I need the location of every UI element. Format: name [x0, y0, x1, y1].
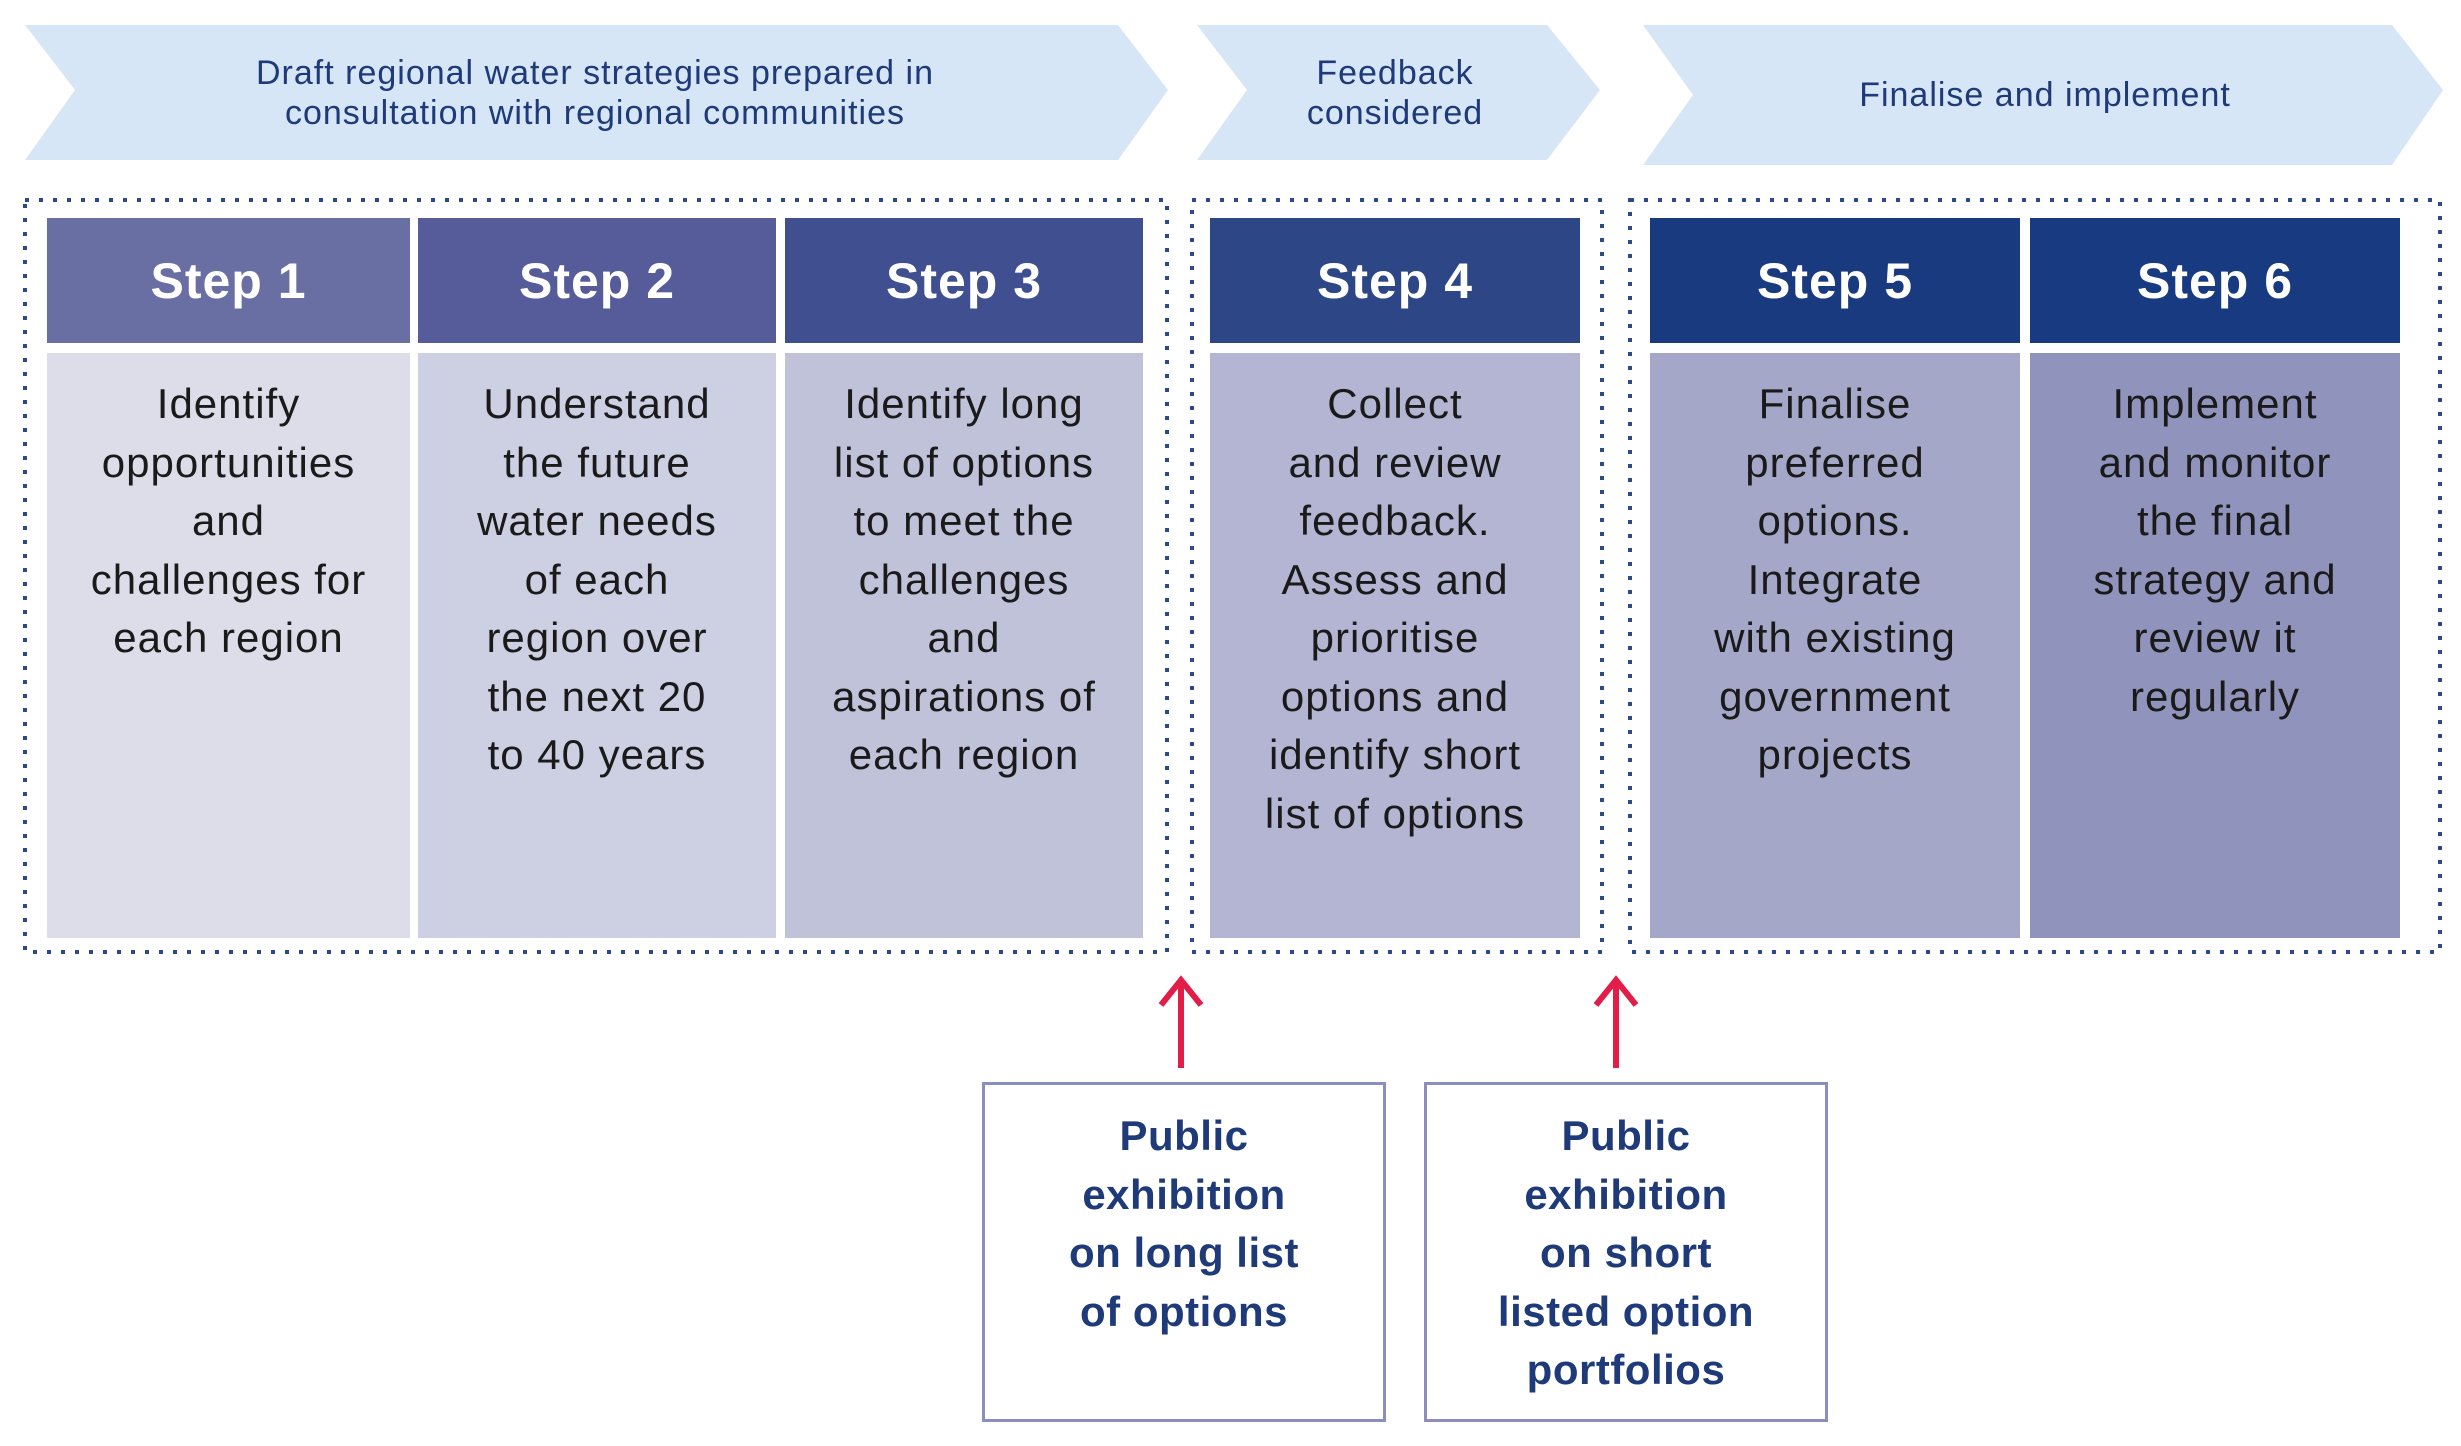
phase-label-2: Feedback considered — [1306, 53, 1484, 132]
phase-chevron-3 — [1643, 25, 2443, 165]
phase-label-3: Finalise and implement — [1859, 76, 2231, 114]
phase-chevron-2 — [1197, 25, 1600, 160]
arrow-up-icon — [1158, 975, 1204, 1068]
step-4-header: Step 4 — [1210, 218, 1580, 343]
step-1-header: Step 1 — [47, 218, 410, 343]
step-3-description: Identify long list of options to meet th… — [785, 353, 1143, 938]
step-1-description: Identify opportunities and challenges fo… — [47, 353, 410, 938]
phase-group-3 — [1628, 198, 2442, 954]
step-4-description: Collect and review feedback. Assess and … — [1210, 353, 1580, 938]
phase-group-1 — [23, 198, 1169, 954]
arrow-up-icon — [1593, 975, 1639, 1068]
step-2-header: Step 2 — [418, 218, 776, 343]
step-5-description: Finalise preferred options. Integrate wi… — [1650, 353, 2020, 938]
phase-group-2 — [1190, 198, 1604, 954]
step-5-header: Step 5 — [1650, 218, 2020, 343]
step-2-description: Understand the future water needs of eac… — [418, 353, 776, 938]
step-6-description: Implement and monitor the final strategy… — [2030, 353, 2400, 938]
step-3-header: Step 3 — [785, 218, 1143, 343]
phase-label-1: Draft regional water strategies prepared… — [256, 53, 934, 132]
phase-chevron-1 — [25, 25, 1168, 160]
step-6-header: Step 6 — [2030, 218, 2400, 343]
public-exhibition-long-list-box: Public exhibition on long list of option… — [982, 1082, 1386, 1422]
public-exhibition-short-list-box: Public exhibition on short listed option… — [1424, 1082, 1828, 1422]
